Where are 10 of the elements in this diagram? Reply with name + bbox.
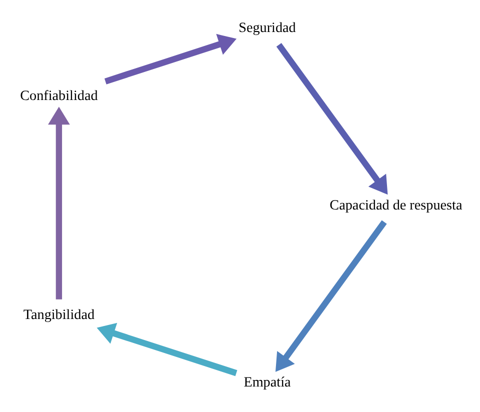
- node-text: Capacidad de respuesta: [329, 197, 462, 214]
- arrow: [104, 34, 236, 84]
- node-text: Tangibilidad: [22, 306, 94, 323]
- arrow: [274, 220, 386, 372]
- arrow: [48, 106, 70, 300]
- node-text: Empatía: [243, 374, 290, 391]
- arrow: [96, 322, 237, 376]
- node-text: Seguridad: [238, 20, 296, 36]
- node-text: Confiabilidad: [20, 88, 98, 104]
- arrow: [276, 43, 388, 195]
